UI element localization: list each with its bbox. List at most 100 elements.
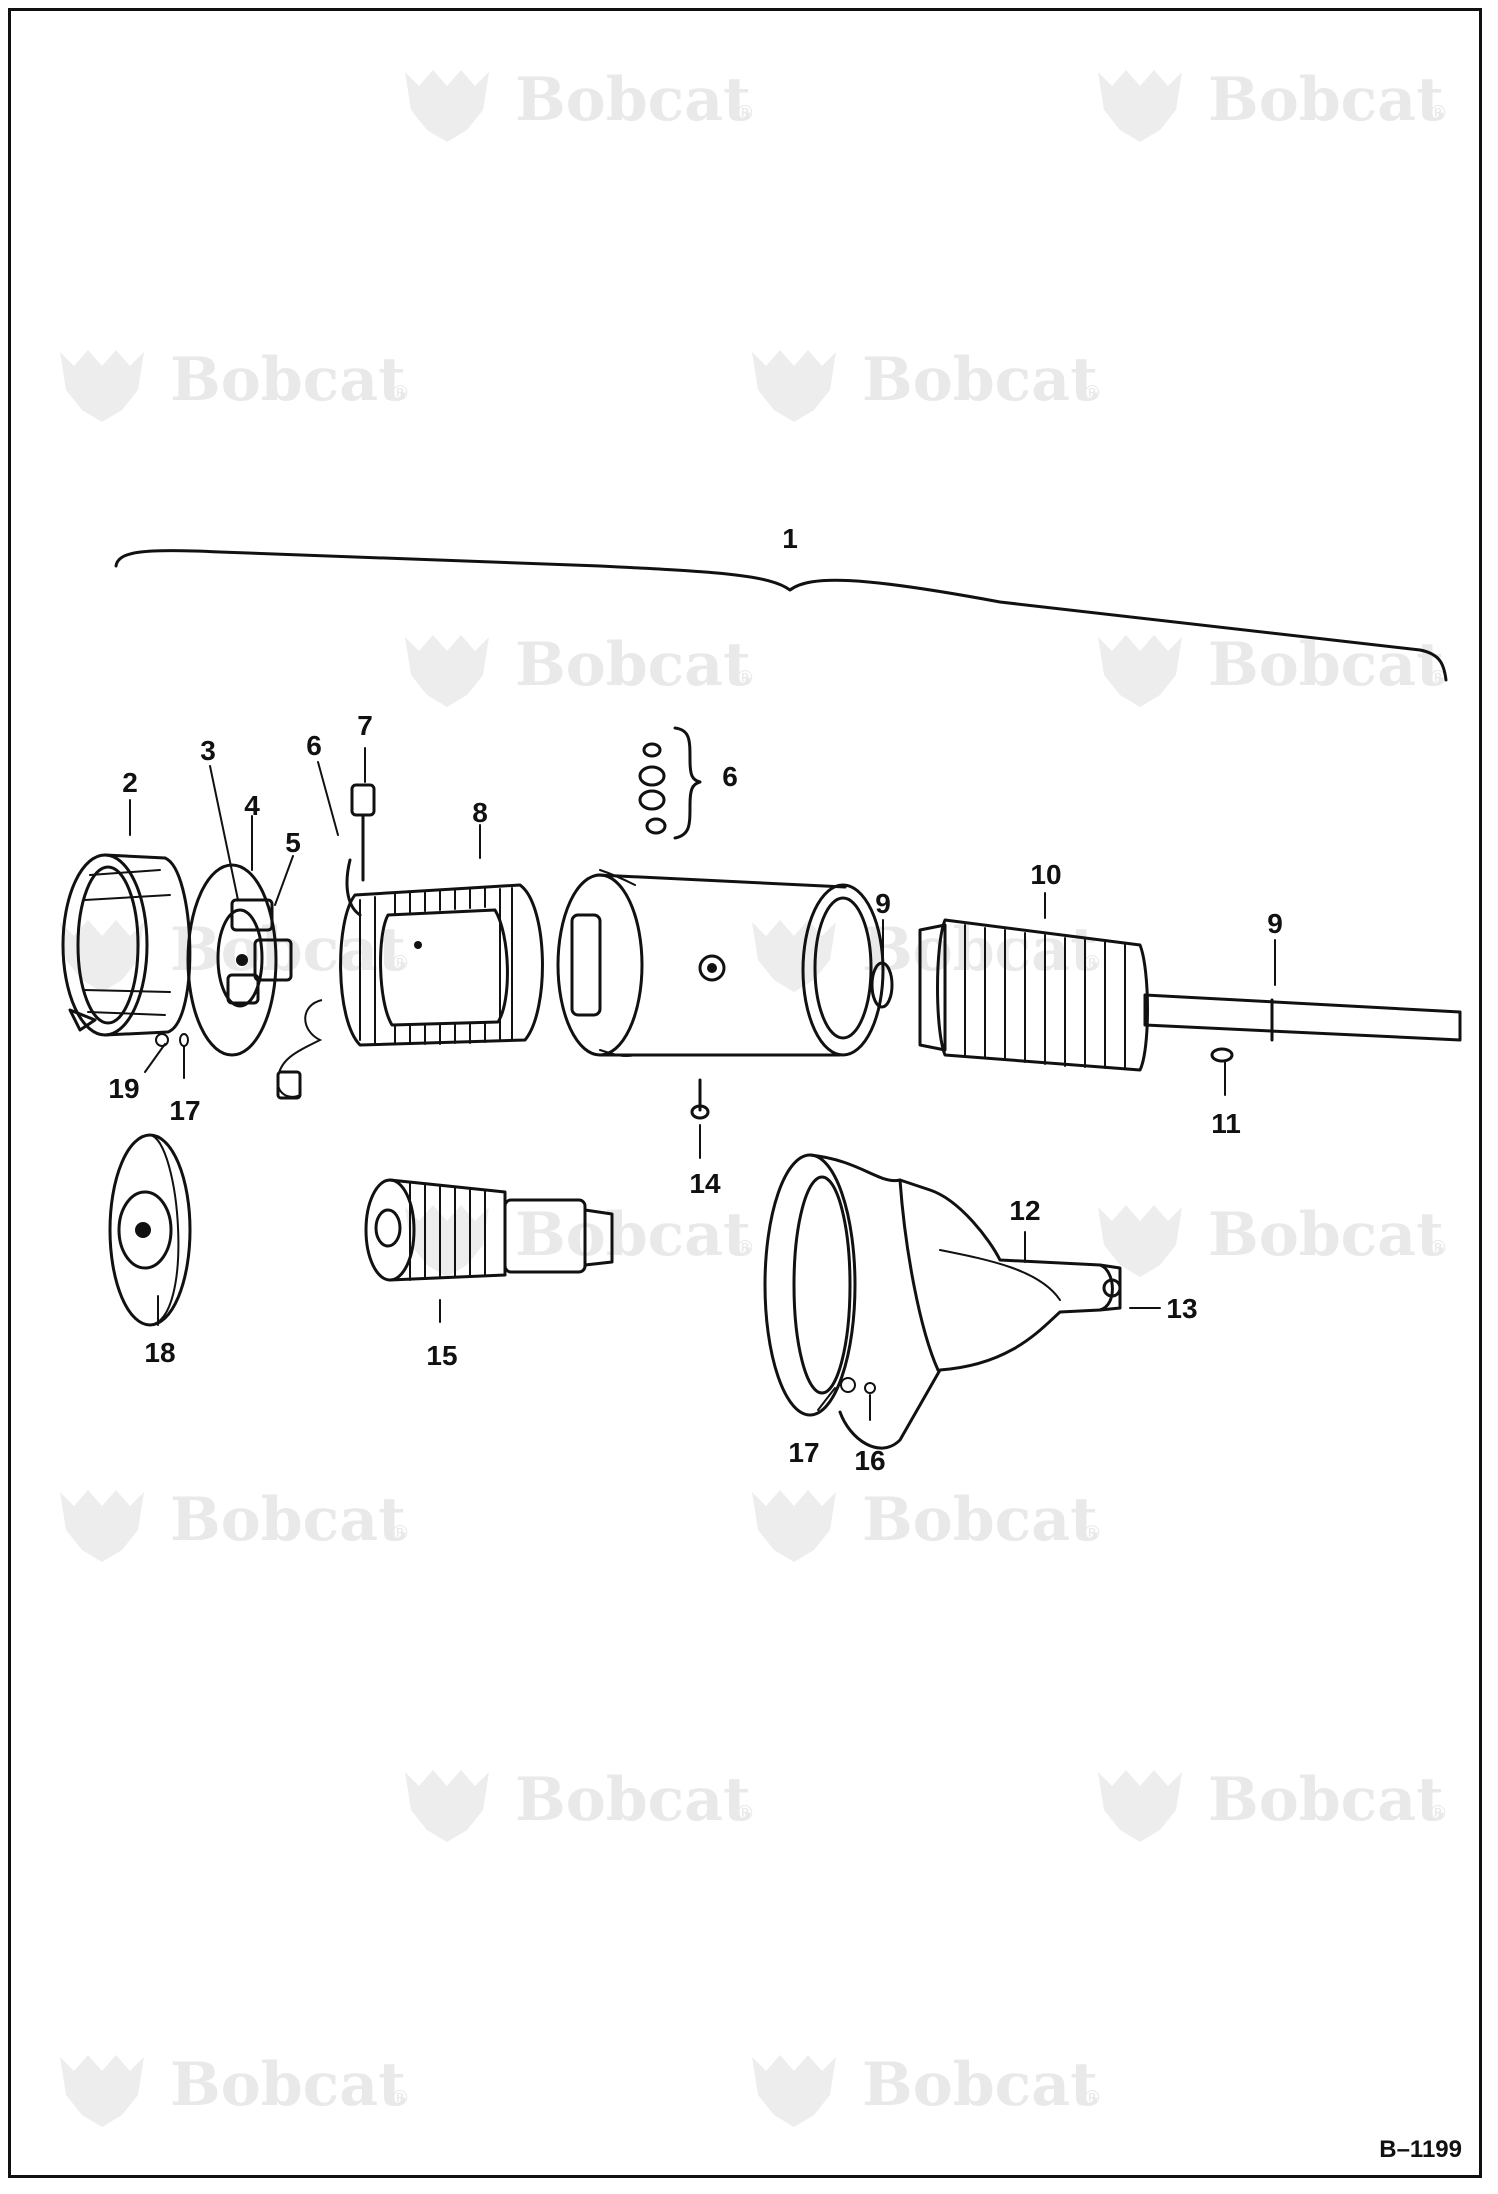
watermark-brand: Bobcat [515,1765,751,1835]
watermark-logo: Bobcat® [752,1485,1102,1562]
watermark-logo: Bobcat® [405,65,755,142]
callout-8: 8 [472,797,488,828]
callout-5: 5 [285,827,301,858]
callout-13: 13 [1166,1293,1197,1324]
callout-10: 10 [1030,859,1061,890]
bobcat-head-icon [60,2055,144,2127]
watermark-brand: Bobcat [515,65,751,135]
seal-stack-part [638,742,667,835]
watermark-reg-mark: ® [1428,1801,1448,1825]
watermark-brand: Bobcat [862,2050,1098,2120]
watermark-logo: Bobcat® [405,630,755,707]
watermark-reg-mark: ® [735,101,755,125]
watermark-brand: Bobcat [170,2050,406,2120]
callout-3: 3 [200,735,216,766]
watermark-logo: Bobcat® [405,1765,755,1842]
callout-6-lead: 6 [306,730,322,761]
watermark-reg-mark: ® [390,951,410,975]
callout-17-left: 17 [169,1095,200,1126]
screw-14 [690,1078,710,1120]
page-border [8,8,1482,2178]
watermark-reg-mark: ® [1428,1236,1448,1260]
watermark-reg-mark: ® [1082,951,1102,975]
watermark-logo: Bobcat® [60,2050,410,2127]
field-coil-part [339,883,544,1047]
end-cap-part [108,1133,192,1327]
key-11 [1210,1047,1234,1063]
watermark-logo: Bobcat® [60,1485,410,1562]
watermark-reg-mark: ® [735,1236,755,1260]
callout-1: 1 [782,523,798,554]
leader-lines [129,747,1276,1421]
bobcat-head-icon [1098,1770,1182,1842]
bobcat-head-icon [405,1770,489,1842]
watermark-reg-mark: ® [1082,2086,1102,2110]
watermark-reg-mark: ® [1428,101,1448,125]
watermark-brand: Bobcat [515,1200,751,1270]
callout-16: 16 [854,1445,885,1476]
drive-housing-part [763,1153,1122,1450]
bobcat-head-icon [405,70,489,142]
watermark-reg-mark: ® [1428,666,1448,690]
watermark-reg-mark: ® [735,1801,755,1825]
figure-id: B–1199 [1379,2136,1462,2163]
watermark-brand: Bobcat [1208,1200,1444,1270]
bobcat-head-icon [405,635,489,707]
callout-18: 18 [144,1337,175,1368]
watermark-reg-mark: ® [390,381,410,405]
watermark-reg-mark: ® [735,666,755,690]
seal-stack-brace [673,726,702,840]
callout-14: 14 [689,1168,721,1199]
assembly-brace [114,549,1448,682]
bobcat-head-icon [1098,1205,1182,1277]
bobcat-head-icon [60,350,144,422]
callout-6-seals: 6 [722,761,738,792]
watermark-logo: Bobcat® [405,1200,755,1277]
watermark-logo: Bobcat® [752,345,1102,422]
bobcat-head-icon [1098,635,1182,707]
bobcat-head-icon [752,2055,836,2127]
bobcat-head-icon [1098,70,1182,142]
watermark-brand: Bobcat [1208,65,1444,135]
watermark-logo: Bobcat® [752,2050,1102,2127]
bobcat-head-icon [752,1490,836,1562]
bobcat-head-icon [405,1205,489,1277]
watermark-brand: Bobcat [862,915,1098,985]
watermark-logo: Bobcat® [1098,1765,1448,1842]
callout-7: 7 [357,710,373,741]
watermark-reg-mark: ® [1082,1521,1102,1545]
watermark-brand: Bobcat [1208,630,1444,700]
callout-9-left: 9 [875,888,891,919]
bobcat-head-icon [752,350,836,422]
watermark-reg-mark: ® [390,2086,410,2110]
armature-part [870,918,1462,1072]
callout-15: 15 [426,1340,457,1371]
watermark-logo: Bobcat® [1098,1200,1448,1277]
bobcat-head-icon [60,1490,144,1562]
callout-12: 12 [1009,1195,1040,1226]
watermark-brand: Bobcat [170,915,406,985]
watermark-layer: Bobcat®Bobcat®Bobcat®Bobcat®Bobcat®Bobca… [60,65,1448,2127]
watermark-reg-mark: ® [1082,381,1102,405]
watermark-logo: Bobcat® [1098,65,1448,142]
callout-11: 11 [1211,1108,1241,1139]
watermark-brand: Bobcat [1208,1765,1444,1835]
bobcat-head-icon [60,920,144,992]
bobcat-head-icon [752,920,836,992]
callout-labels: 1 2 3 4 5 6 6 7 8 9 9 10 11 12 13 14 15 … [108,523,1282,1476]
watermark-logo: Bobcat® [1098,630,1448,707]
watermark-brand: Bobcat [515,630,751,700]
screw-washer-19-17 [155,1033,189,1047]
callout-4: 4 [244,790,260,821]
watermark-reg-mark: ® [390,1521,410,1545]
watermark-brand: Bobcat [170,345,406,415]
brush-plate-part [186,863,293,1057]
callout-17-bottom: 17 [788,1437,819,1468]
callout-2: 2 [122,767,138,798]
callout-9-right: 9 [1267,908,1283,939]
watermark-brand: Bobcat [170,1485,406,1555]
watermark-brand: Bobcat [862,1485,1098,1555]
watermark-logo: Bobcat® [752,915,1102,992]
watermark-logo: Bobcat® [60,915,410,992]
